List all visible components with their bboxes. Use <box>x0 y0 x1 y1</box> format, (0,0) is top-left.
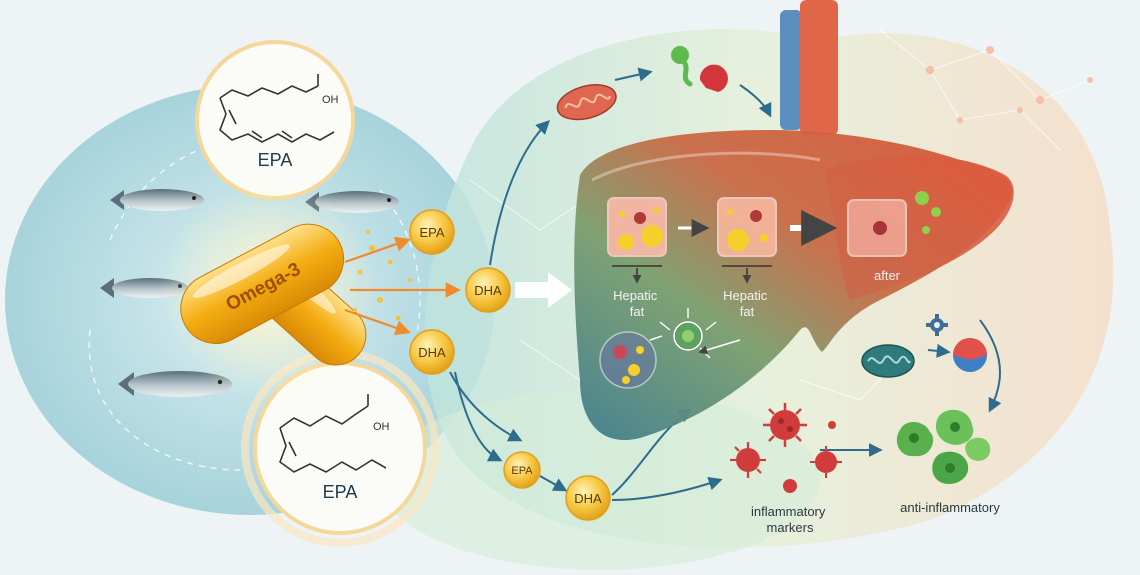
epa-molecule-top: OH EPA <box>195 40 355 200</box>
omega3-capsules: Omega-3 <box>160 180 412 400</box>
epa-molecule-bottom: OH EPA <box>241 349 439 547</box>
node-dha-3-label: DHA <box>574 491 602 506</box>
node-epa-1-label: EPA <box>419 225 444 240</box>
mitochondrion-icon <box>861 344 915 378</box>
oh-label-top: OH <box>322 94 339 106</box>
chart-circle-icon <box>953 338 987 372</box>
hepatic-fat-1-line1: Hepatic <box>613 288 658 303</box>
fat-cell-cluster <box>599 331 657 389</box>
immune-cells <box>896 409 991 485</box>
top-molecule-label: EPA <box>258 150 293 170</box>
down-arrows <box>612 265 772 284</box>
receptor-icon <box>671 46 728 92</box>
hepatic-fat-2-line2: fat <box>740 304 755 319</box>
white-arrow-icon <box>515 272 572 308</box>
node-dha-1-label: DHA <box>474 283 502 298</box>
node-epa-2-label: EPA <box>511 465 533 477</box>
virus-particle <box>828 421 836 429</box>
node-dha-1: DHA <box>465 267 511 313</box>
inflammatory-line2: markers <box>767 520 814 535</box>
inflammatory-line1: inflammatory <box>751 504 826 519</box>
bottom-molecule-label: EPA <box>323 482 358 502</box>
mitochondrion-icon <box>556 84 617 121</box>
oh-label-bottom: OH <box>373 421 390 433</box>
node-epa-1: EPA <box>409 209 455 255</box>
arrow-icon <box>698 339 741 355</box>
capsule-arrows <box>344 236 462 336</box>
green-cell-cluster <box>659 308 717 359</box>
node-epa-2: EPA <box>503 451 541 489</box>
virus-icon <box>763 403 807 447</box>
cell-before <box>607 197 667 257</box>
gear-icon <box>926 314 948 336</box>
hepatic-fat-2-line1: Hepatic <box>723 288 768 303</box>
hepatic-fat-label-2: Hepatic fat <box>723 288 771 319</box>
node-dha-3: DHA <box>565 475 611 521</box>
hepatic-fat-1-line2: fat <box>630 304 645 319</box>
after-label: after <box>874 268 901 283</box>
arrow-icon <box>927 343 951 358</box>
anti-inflammatory-label: anti-inflammatory <box>900 500 1000 515</box>
cell-after <box>847 191 941 257</box>
hepatic-fat-label-1: Hepatic fat <box>613 288 661 319</box>
blood-vessels <box>780 0 838 135</box>
node-dha-2-label: DHA <box>418 345 446 360</box>
node-dha-2: DHA <box>409 329 455 375</box>
fish-icon <box>110 189 204 211</box>
cell-middle <box>717 197 777 257</box>
virus-icon <box>810 446 842 478</box>
flow-arrows <box>449 67 1002 501</box>
virus-icon <box>783 479 797 493</box>
inflammatory-markers-label: inflammatory markers <box>751 504 829 535</box>
arrow-icon <box>649 335 663 341</box>
virus-icon <box>730 442 766 478</box>
